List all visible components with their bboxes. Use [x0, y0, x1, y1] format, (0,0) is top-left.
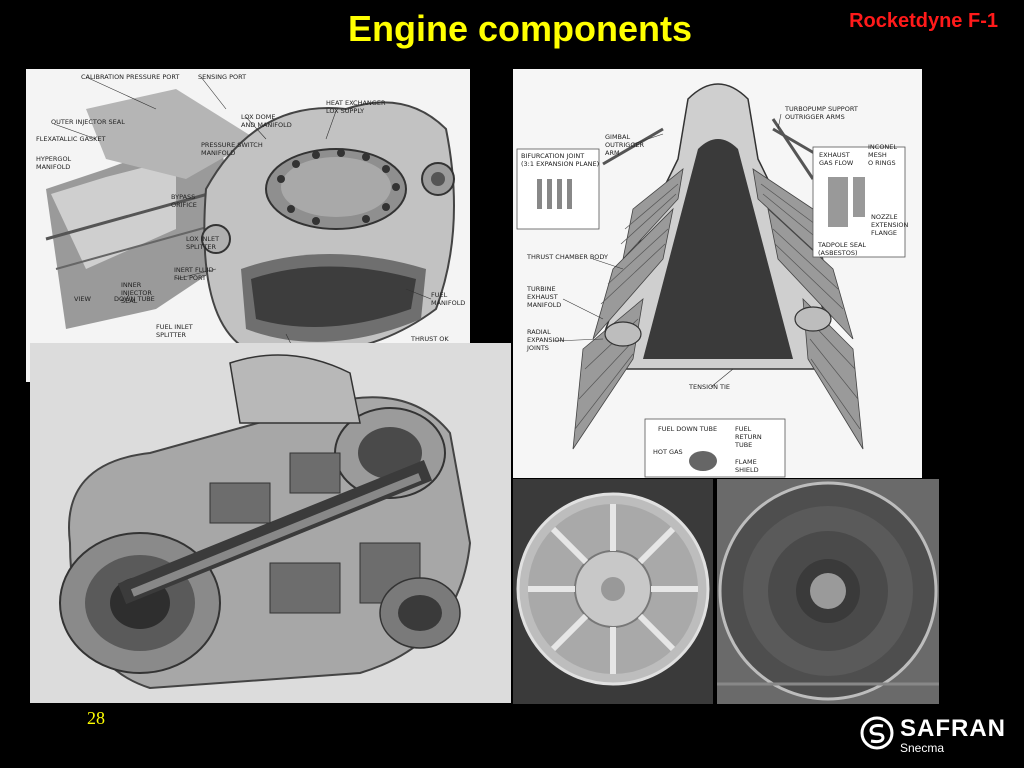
- svg-text:EXPANSION: EXPANSION: [527, 336, 565, 344]
- svg-text:MANIFOLD: MANIFOLD: [431, 299, 465, 307]
- svg-text:INERT FLUID: INERT FLUID: [174, 266, 214, 274]
- slide-title: Engine components: [347, 8, 693, 49]
- svg-text:FUEL INLET: FUEL INLET: [156, 323, 193, 331]
- svg-text:FILL PORT: FILL PORT: [174, 274, 206, 282]
- svg-text:HEAT EXCHANGER: HEAT EXCHANGER: [326, 99, 386, 107]
- svg-text:INJECTOR: INJECTOR: [121, 289, 152, 297]
- svg-text:RADIAL: RADIAL: [527, 328, 551, 336]
- safran-logo: SAFRAN Snecma: [860, 713, 1015, 755]
- injector-cutaway-image: CALIBRATION PRESSURE PORT SENSING PORT O…: [26, 69, 470, 382]
- svg-text:TUBE: TUBE: [734, 441, 752, 449]
- svg-text:FLANGE: FLANGE: [871, 229, 897, 237]
- svg-text:FUEL: FUEL: [431, 291, 448, 299]
- svg-text:HOT GAS: HOT GAS: [653, 448, 683, 456]
- svg-text:FLAME: FLAME: [735, 458, 757, 466]
- slide-subtitle: Rocketdyne F-1: [849, 10, 998, 32]
- svg-text:ARM: ARM: [605, 149, 620, 157]
- svg-text:SPLITTER: SPLITTER: [156, 331, 187, 339]
- svg-text:O RINGS: O RINGS: [868, 159, 896, 167]
- svg-text:EXHAUST: EXHAUST: [819, 151, 850, 159]
- page-number: 28: [87, 708, 105, 728]
- svg-text:INNER: INNER: [121, 281, 142, 289]
- svg-text:LOX INLET: LOX INLET: [186, 235, 219, 243]
- svg-text:MANIFOLD: MANIFOLD: [36, 163, 70, 171]
- svg-text:TENSION TIE: TENSION TIE: [688, 383, 730, 391]
- logo-subname: Snecma: [900, 741, 945, 755]
- svg-text:SPLITTER: SPLITTER: [186, 243, 217, 251]
- svg-text:GIMBAL: GIMBAL: [605, 133, 630, 141]
- svg-text:DOWN TUBE: DOWN TUBE: [114, 295, 155, 303]
- svg-text:BYPASS: BYPASS: [171, 193, 195, 201]
- svg-text:FUEL DOWN TUBE: FUEL DOWN TUBE: [658, 425, 717, 433]
- svg-text:THRUST CHAMBER BODY: THRUST CHAMBER BODY: [526, 253, 608, 261]
- svg-text:EXHAUST: EXHAUST: [527, 293, 558, 301]
- svg-text:MANIFOLD: MANIFOLD: [201, 149, 235, 157]
- svg-text:FUEL: FUEL: [735, 425, 752, 433]
- svg-text:ORIFICE: ORIFICE: [171, 201, 197, 209]
- svg-text:JOINTS: JOINTS: [526, 344, 549, 352]
- svg-text:FLEXATALLIC GASKET: FLEXATALLIC GASKET: [36, 135, 106, 143]
- svg-text:HYPERGOL: HYPERGOL: [36, 155, 72, 163]
- svg-text:GAS FLOW: GAS FLOW: [819, 159, 854, 167]
- svg-text:NOZZLE: NOZZLE: [871, 213, 898, 221]
- svg-text:OUTRIGGER ARMS: OUTRIGGER ARMS: [785, 113, 845, 121]
- injector-face-photo: [513, 479, 713, 704]
- svg-text:INCONEL: INCONEL: [868, 143, 897, 151]
- svg-text:MESH: MESH: [868, 151, 887, 159]
- svg-text:(ASBESTOS): (ASBESTOS): [818, 249, 858, 257]
- svg-text:RETURN: RETURN: [735, 433, 762, 441]
- svg-text:SHIELD: SHIELD: [735, 466, 759, 474]
- safran-logo-mark-icon: [860, 716, 894, 750]
- svg-text:TURBINE: TURBINE: [526, 285, 556, 293]
- svg-text:LOX SUPPLY: LOX SUPPLY: [326, 107, 364, 115]
- svg-text:LOX DOME: LOX DOME: [241, 113, 275, 121]
- svg-text:(3:1 EXPANSION PLANE): (3:1 EXPANSION PLANE): [521, 160, 599, 168]
- svg-text:SEAL: SEAL: [121, 297, 138, 305]
- svg-text:OUTER INJECTOR SEAL: OUTER INJECTOR SEAL: [51, 118, 125, 126]
- svg-text:THRUST OK: THRUST OK: [410, 335, 449, 343]
- svg-text:EXTENSION: EXTENSION: [871, 221, 909, 229]
- logo-name: SAFRAN: [900, 715, 1006, 742]
- svg-text:SENSING PORT: SENSING PORT: [198, 73, 246, 81]
- svg-text:BIFURCATION JOINT: BIFURCATION JOINT: [521, 152, 584, 160]
- svg-text:TADPOLE SEAL: TADPOLE SEAL: [817, 241, 866, 249]
- turbopump-cutaway-image: [30, 343, 511, 703]
- svg-text:VIEW: VIEW: [74, 295, 91, 303]
- svg-text:OUTRIGGER: OUTRIGGER: [605, 141, 644, 149]
- svg-text:PRESSURE SWITCH: PRESSURE SWITCH: [201, 141, 263, 149]
- svg-text:TURBOPUMP SUPPORT: TURBOPUMP SUPPORT: [784, 105, 858, 113]
- nozzle-photo: [717, 479, 939, 704]
- svg-text:CALIBRATION PRESSURE PORT: CALIBRATION PRESSURE PORT: [81, 73, 179, 81]
- svg-text:AND MANIFOLD: AND MANIFOLD: [241, 121, 292, 129]
- nozzle-cutaway-image: GIMBAL OUTRIGGER ARM TURBOPUMP SUPPORT O…: [513, 69, 922, 478]
- svg-text:MANIFOLD: MANIFOLD: [527, 301, 561, 309]
